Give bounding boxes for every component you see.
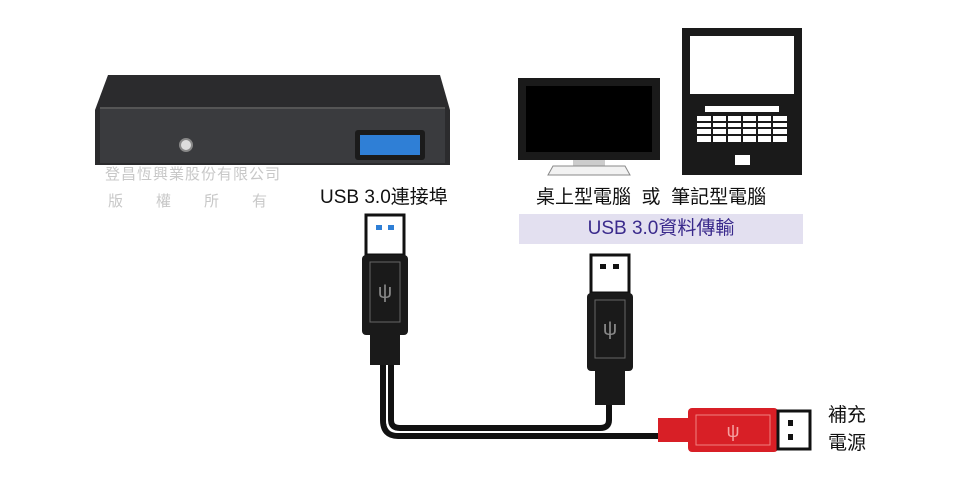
power-label-line2: 電源 — [828, 433, 867, 454]
usb-plug-hub: ψ — [362, 213, 408, 365]
power-label-line1: 補充 — [828, 405, 867, 426]
usb-symbol-icon: ψ — [378, 281, 392, 303]
laptop-icon — [682, 28, 802, 175]
watermark-company: 登昌恆興業股份有限公司 — [105, 166, 282, 183]
hub-port-label: USB 3.0連接埠 — [320, 187, 448, 208]
watermark-rights: 版 權 所 有 — [108, 193, 269, 210]
led-indicator — [179, 138, 193, 152]
desktop-monitor-icon — [518, 78, 660, 176]
usb-symbol-icon: ψ — [603, 318, 617, 340]
usb-symbol-icon: ψ — [727, 421, 740, 441]
usb-plug-power: ψ — [658, 408, 812, 452]
usb-hub-device — [95, 75, 450, 165]
transfer-label: USB 3.0資料傳輸 — [519, 214, 803, 244]
y-cable — [380, 365, 660, 439]
usb-plug-computer: ψ — [587, 253, 633, 405]
computers-label: 桌上型電腦 或 筆記型電腦 — [536, 187, 767, 208]
